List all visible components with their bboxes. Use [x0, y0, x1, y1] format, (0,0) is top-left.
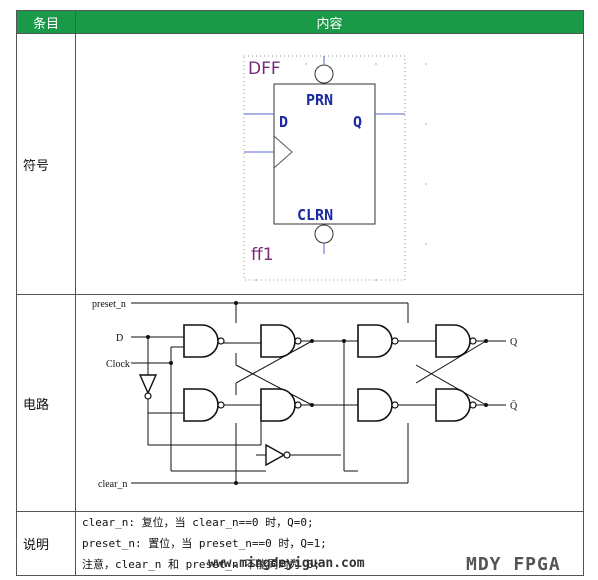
- label-d: D: [116, 333, 123, 344]
- watermark-brand: MDY FPGA: [466, 554, 561, 575]
- nand-gate: [435, 324, 477, 358]
- pin-clrn-label: CLRN: [297, 206, 333, 224]
- description-cell: clear_n: 复位，当 clear_n==0 时，Q=0; preset_n…: [75, 511, 584, 576]
- desc-line: clear_n: 复位，当 clear_n==0 时，Q=0;: [82, 516, 314, 529]
- nand-gate: [260, 324, 302, 358]
- label-clear: clear_n: [98, 479, 127, 490]
- inverter-stage: [265, 443, 291, 467]
- label-preset: preset_n: [92, 299, 126, 310]
- nand-gate: [183, 324, 225, 358]
- nand-gate: [357, 388, 399, 422]
- grid-dots: [255, 63, 427, 281]
- row-label-symbol: 符号: [16, 33, 76, 295]
- pin-d-label: D: [279, 113, 288, 131]
- inverter-clock: [138, 374, 158, 400]
- desc-line: 注意，clear_n 和 preset_n 不能同时为 0;: [82, 558, 321, 571]
- dff-symbol: DFF PRN D Q CLRN ff1: [243, 55, 427, 281]
- nand-gate: [183, 388, 225, 422]
- prn-bubble: [314, 64, 334, 84]
- nand-gate: [357, 324, 399, 358]
- dff-type-label: DFF: [248, 59, 281, 79]
- pin-prn-label: PRN: [306, 91, 333, 109]
- header-item: 条目: [16, 10, 76, 34]
- label-qbar: Q̄: [510, 400, 518, 412]
- symbol-cell: DFF PRN D Q CLRN ff1: [75, 33, 584, 295]
- header-content: 内容: [75, 10, 584, 34]
- circuit-cell: preset_n D Clock clear_n Q Q̄: [75, 294, 584, 512]
- label-q: Q: [510, 337, 518, 348]
- dff-nand-circuit: preset_n D Clock clear_n Q Q̄: [92, 299, 518, 490]
- junction-dots: [146, 301, 488, 485]
- nand-gate: [260, 388, 302, 422]
- dff-body: [273, 83, 376, 225]
- desc-line: preset_n: 置位，当 preset_n==0 时，Q=1;: [82, 537, 327, 550]
- nand-gate: [435, 388, 477, 422]
- spec-table: 条目 内容 符号: [16, 10, 584, 576]
- watermark-url: www.mingdeyiguan.com: [208, 556, 365, 571]
- row-label-desc: 说明: [16, 511, 76, 576]
- clrn-bubble: [314, 224, 334, 244]
- row-description: 说明 clear_n: 复位，当 clear_n==0 时，Q=0; prese…: [16, 511, 584, 576]
- table-header-row: 条目 内容: [16, 10, 584, 34]
- row-label-circuit: 电路: [16, 294, 76, 512]
- clock-triangle: [273, 135, 293, 169]
- row-circuit: 电路: [16, 294, 584, 512]
- row-symbol: 符号: [16, 33, 584, 295]
- pin-q-label: Q: [353, 113, 362, 131]
- label-clock: Clock: [106, 359, 130, 370]
- instance-label: ff1: [251, 245, 274, 265]
